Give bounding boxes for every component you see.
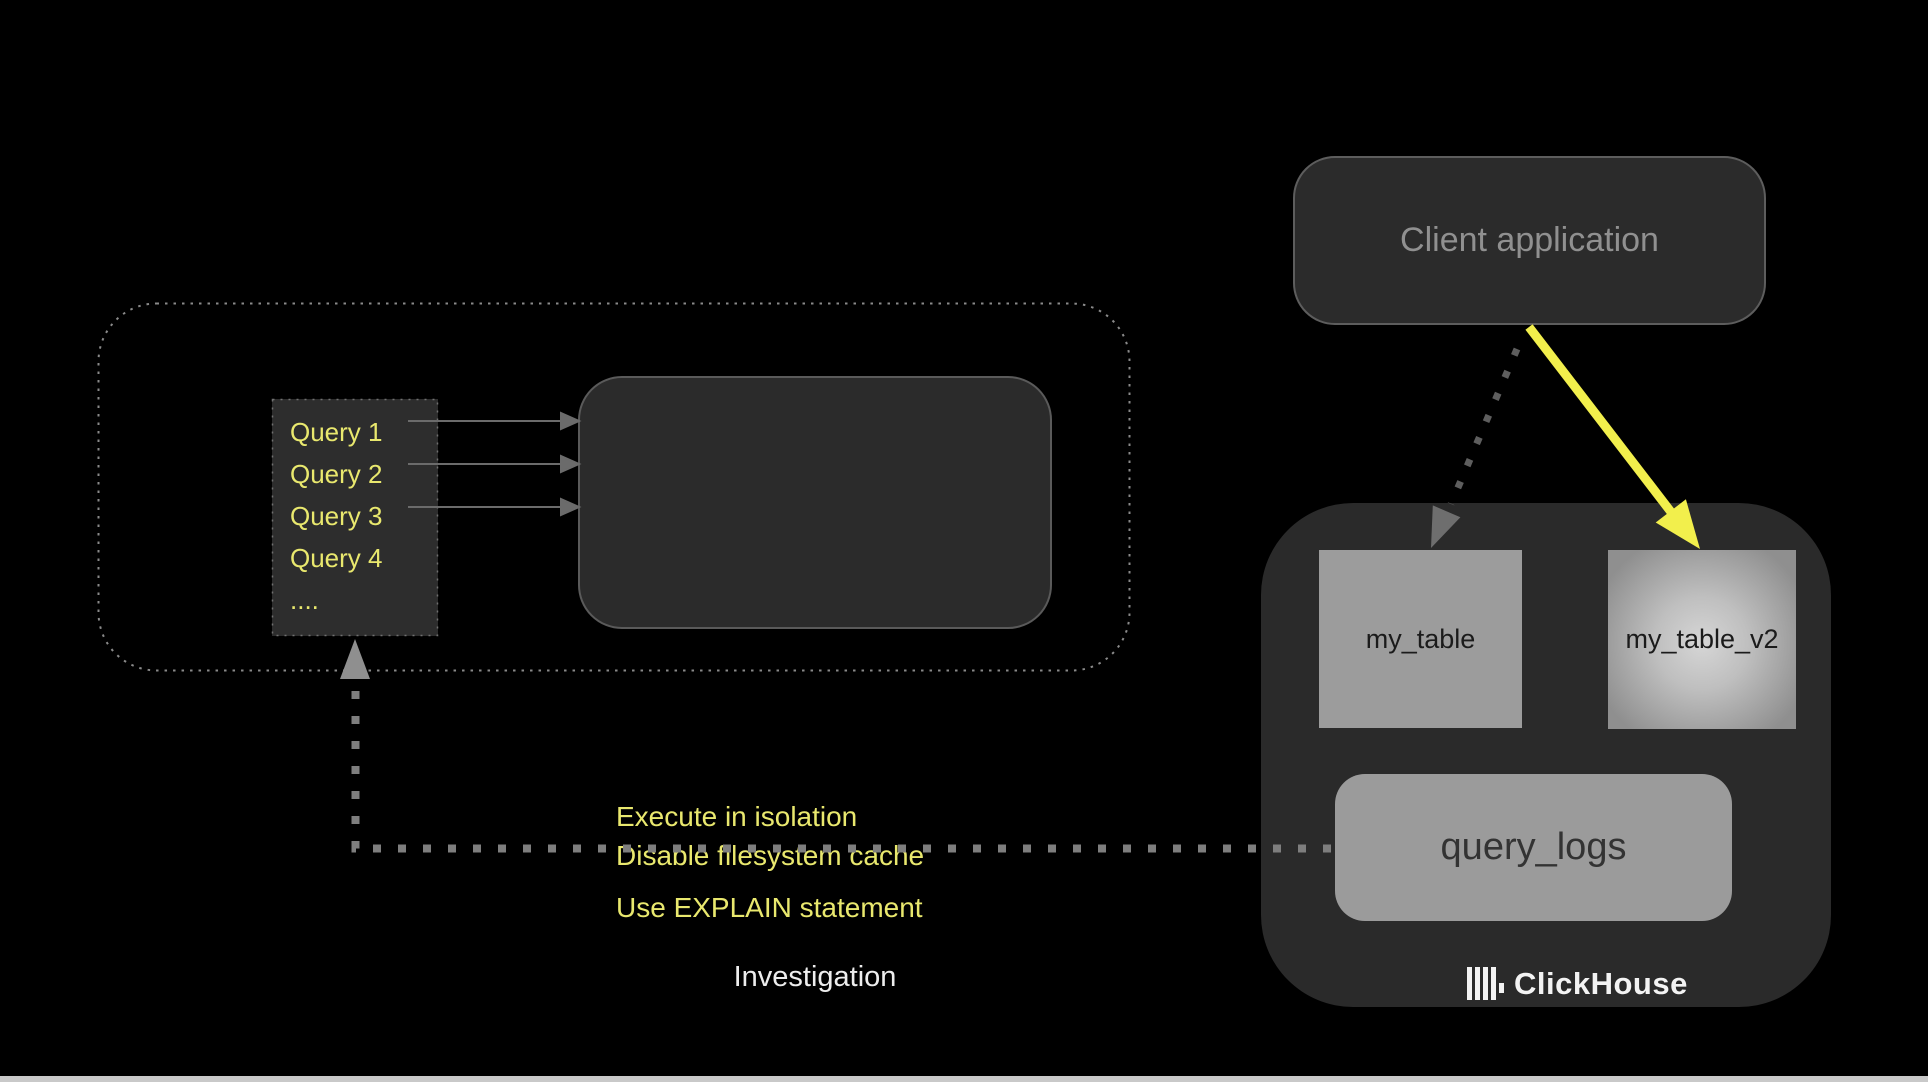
investigation-tip: Execute in isolation: [616, 801, 858, 832]
my-table-v2-box: my_table_v2: [1608, 550, 1796, 729]
query-logs-label: query_logs: [1440, 826, 1627, 868]
clickhouse-wordmark: ClickHouse: [1514, 966, 1688, 1001]
my-table-box: my_table: [1319, 550, 1522, 728]
investigation-label: Investigation: [733, 961, 897, 993]
investigation-tip: Disable filesystem cache: [616, 840, 925, 871]
client-application-box: Client application: [1293, 156, 1766, 325]
my-table-label: my_table: [1365, 623, 1476, 654]
clickhouse-logo-icon: [1467, 967, 1504, 1001]
investigation-tip: Use EXPLAIN statement: [616, 892, 923, 923]
investigation-box: Execute in isolation Disable filesystem …: [578, 376, 1052, 993]
bottom-edge-strip: [0, 1076, 1928, 1082]
my-table-v2-label: my_table_v2: [1625, 624, 1779, 654]
query-item: Query 1: [290, 416, 383, 447]
query-logs-box: query_logs: [1335, 774, 1732, 921]
query-item: Query 2: [290, 458, 383, 489]
query-item-ellipsis: ....: [290, 584, 319, 615]
query-item: Query 3: [290, 500, 383, 531]
query-list-box: Query 1 Query 2 Query 3 Query 4 ....: [272, 399, 438, 636]
query-item: Query 4: [290, 542, 383, 573]
client-application-label: Client application: [1400, 221, 1659, 259]
clickhouse-brand: ClickHouse: [1467, 966, 1688, 1002]
